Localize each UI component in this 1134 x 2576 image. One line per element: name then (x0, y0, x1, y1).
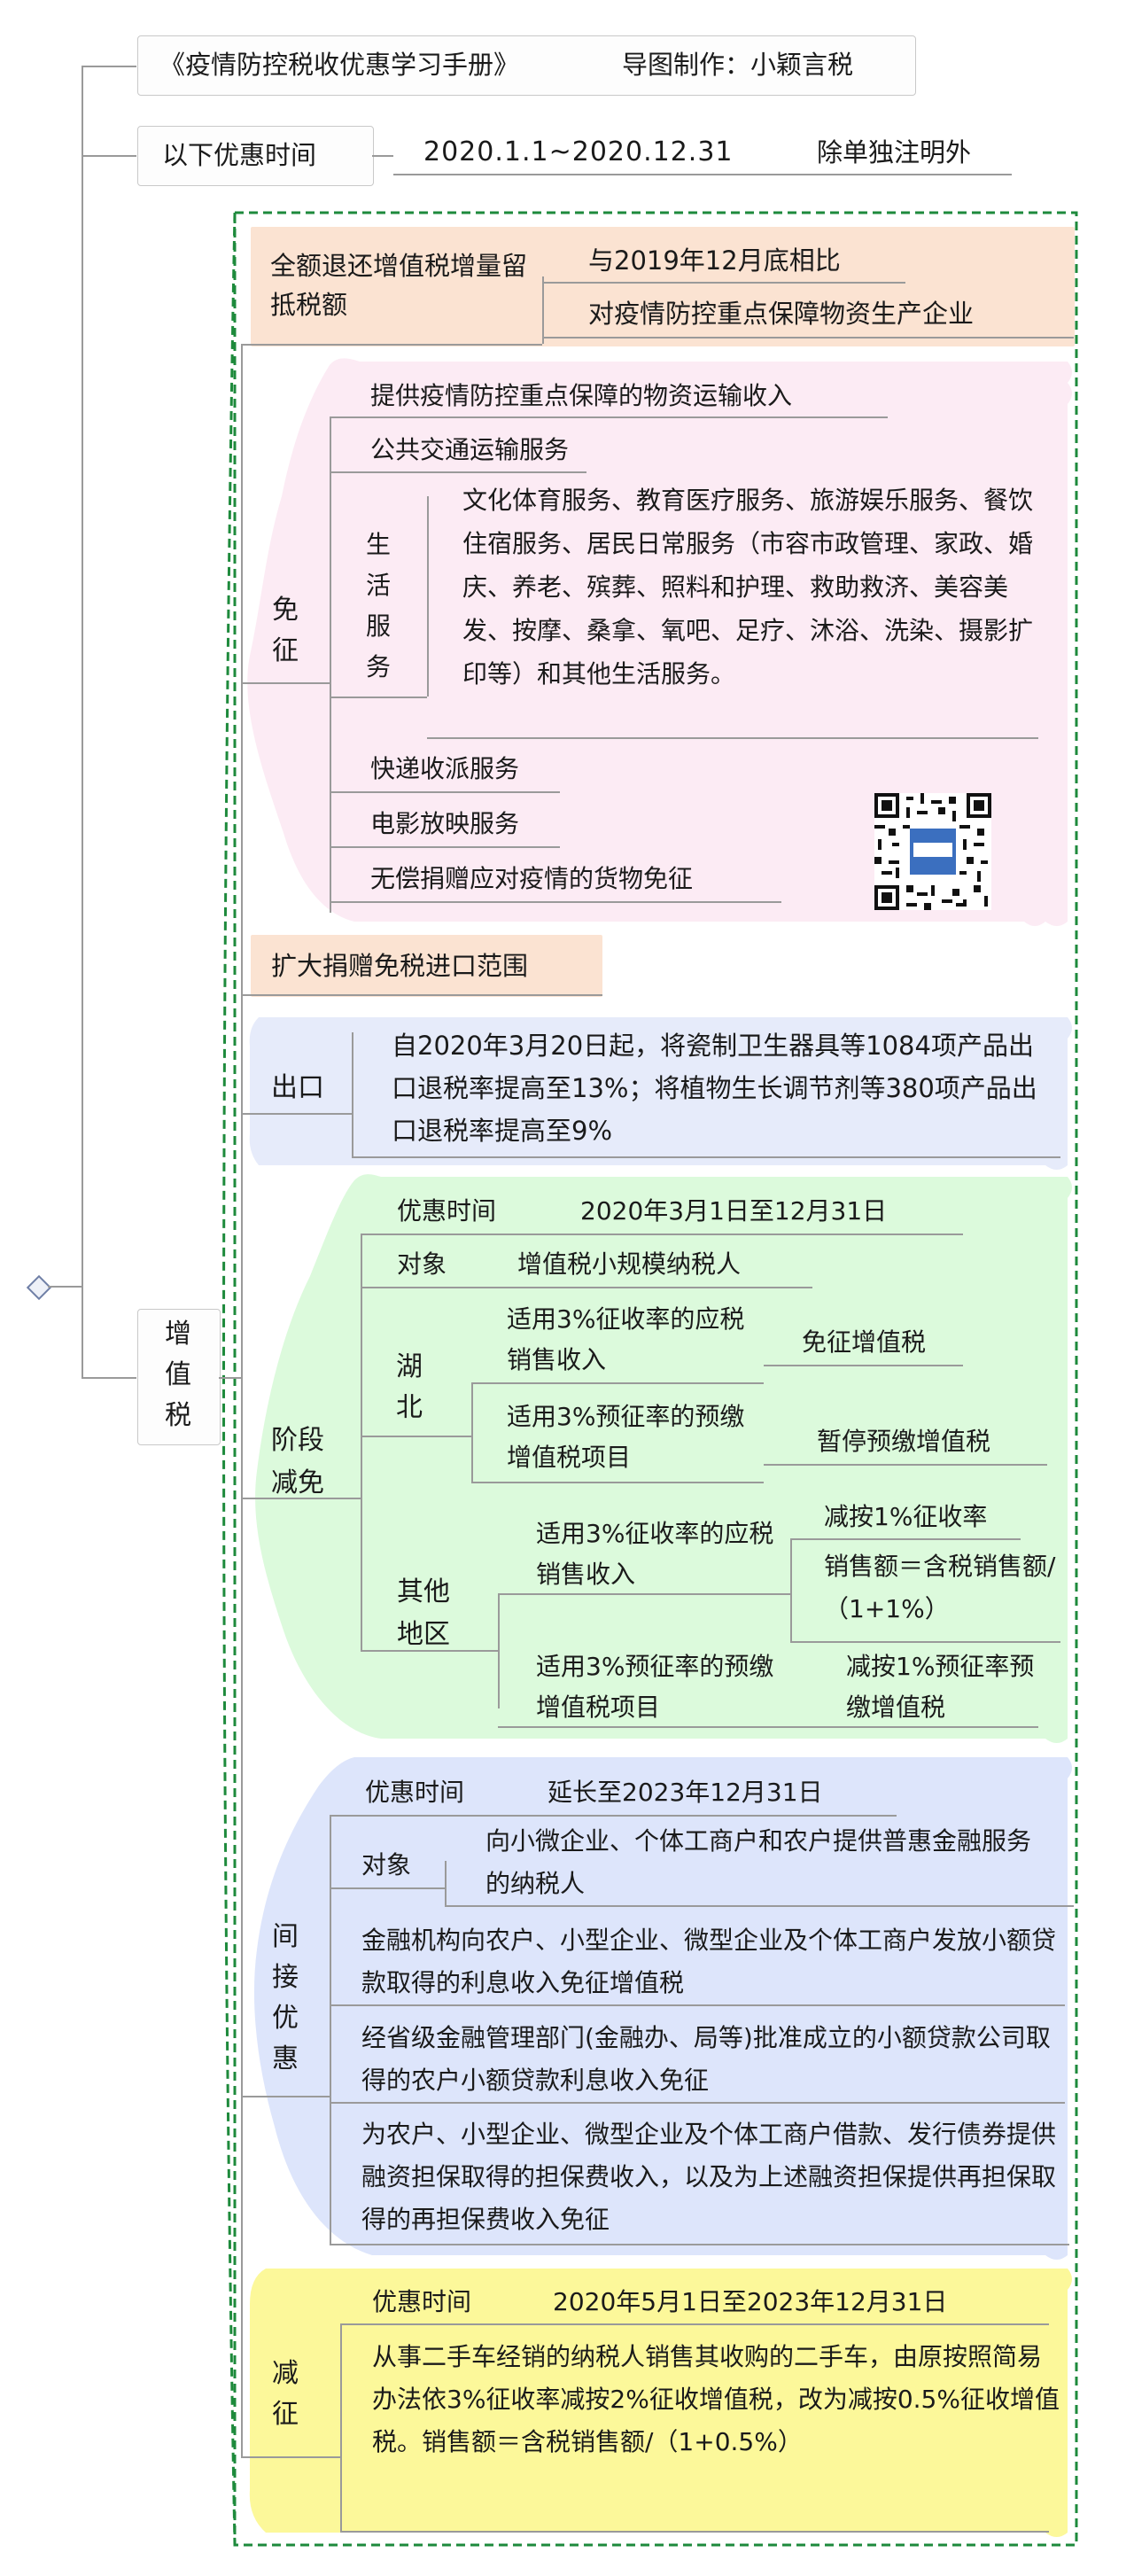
other-result-2: 减按1%预征率预缴增值税 (846, 1652, 1035, 1722)
reduce-time-label: 优惠时间 (372, 2287, 472, 2316)
exempt-express: 快递收派服务 (370, 754, 520, 783)
life-service-text: 文化体育服务、教育医疗服务、旅游娱乐服务、餐饮住宿服务、居民日常服务（市容市政管… (462, 486, 1034, 689)
exempt-film: 电影放映服务 (370, 809, 520, 838)
reduce-bubble (249, 2269, 1072, 2537)
indirect-time-value: 延长至2023年12月31日 (548, 1778, 823, 1807)
hubei-cond-2: 适用3%预征率的预缴增值税项目 (507, 1402, 745, 1472)
reduce-text: 从事二手车经销的纳税人销售其收购的二手车，由原按照简易办法依3%征收率减按2%征… (372, 2342, 1060, 2456)
hubei-result-1: 免征增值税 (802, 1327, 927, 1357)
hubei-result-2: 暂停预缴增值税 (817, 1427, 991, 1456)
indirect-target-label: 对象 (361, 1850, 412, 1879)
life-service-label: 生 活 服 务 (365, 530, 391, 681)
time-note: 除单独注明外 (817, 137, 972, 167)
author-label: 导图制作：小颖言税 (622, 50, 854, 80)
time-label: 以下优惠时间 (162, 140, 317, 170)
import-label: 扩大捐赠免税进口范围 (271, 951, 529, 981)
root-node[interactable] (137, 1309, 221, 1445)
time-range: 2020.1.1~2020.12.31 (423, 136, 734, 167)
refund-label: 全额退还增值税增量留抵税额 (270, 251, 528, 320)
reduce-label: 减 征 (272, 2358, 299, 2430)
other-result-1b: 销售额＝含税销售额/（1+1%） (824, 1552, 1056, 1623)
indirect-item-1: 金融机构向农户、小型企业、微型企业及个体工商户发放小额贷款取得的利息收入免征增值… (361, 1926, 1057, 1997)
export-text: 自2020年3月20日起，将瓷制卫生器具等1084项产品出口退税率提高至13%；… (392, 1031, 1037, 1146)
other-label: 其他 地区 (397, 1576, 450, 1650)
exempt-donation: 无偿捐赠应对疫情的货物免征 (370, 864, 694, 893)
book-title: 《疫情防控税收优惠学习手册》 (159, 50, 520, 80)
import-panel (251, 935, 602, 997)
stage-bubble (255, 1174, 1072, 1743)
stage-target-value: 增值税小规模纳税人 (517, 1249, 742, 1279)
root-label: 增 值 税 (165, 1319, 191, 1431)
exempt-label: 免 征 (272, 595, 299, 666)
export-bubble (249, 1017, 1072, 1170)
export-label: 出口 (271, 1072, 324, 1103)
stage-target-label: 对象 (397, 1249, 447, 1279)
stage-label: 阶段 减免 (271, 1425, 324, 1498)
time-label-box[interactable] (137, 126, 374, 186)
qr-code[interactable] (874, 793, 991, 910)
indirect-target-value: 向小微企业、个体工商户和农户提供普惠金融服务的纳税人 (485, 1826, 1032, 1898)
boundary-outline (233, 211, 1078, 2547)
book-title-box[interactable] (137, 35, 916, 96)
other-result-1a: 减按1%征收率 (824, 1502, 988, 1531)
indirect-bubble (253, 1757, 1072, 2260)
hubei-label: 湖 北 (396, 1351, 423, 1423)
indirect-label: 间 接 优 惠 (272, 1921, 299, 2074)
reduce-time-value: 2020年5月1日至2023年12月31日 (553, 2287, 948, 2316)
exempt-bubble (247, 358, 1073, 926)
exempt-transport: 提供疫情防控重点保障的物资运输收入 (370, 381, 793, 410)
stage-time-value: 2020年3月1日至12月31日 (580, 1196, 888, 1226)
refund-item-2: 对疫情防控重点保障物资生产企业 (588, 299, 975, 329)
refund-panel (251, 227, 1075, 346)
exempt-public: 公共交通运输服务 (370, 435, 570, 464)
indirect-time-label: 优惠时间 (365, 1778, 465, 1807)
stage-time-label: 优惠时间 (397, 1196, 497, 1226)
hubei-cond-1: 适用3%征收率的应税销售收入 (507, 1304, 745, 1374)
other-cond-1: 适用3%征收率的应税销售收入 (536, 1519, 774, 1589)
indirect-item-2: 经省级金融管理部门(金融办、局等)批准成立的小额贷款公司取得的农户小额贷款利息收… (361, 2023, 1051, 2095)
indirect-item-3: 为农户、小型企业、微型企业及个体工商户借款、发行债券提供融资担保取得的担保费收入… (361, 2120, 1057, 2234)
refund-item-1: 与2019年12月底相比 (588, 245, 841, 276)
other-cond-2: 适用3%预征率的预缴增值税项目 (536, 1652, 774, 1722)
